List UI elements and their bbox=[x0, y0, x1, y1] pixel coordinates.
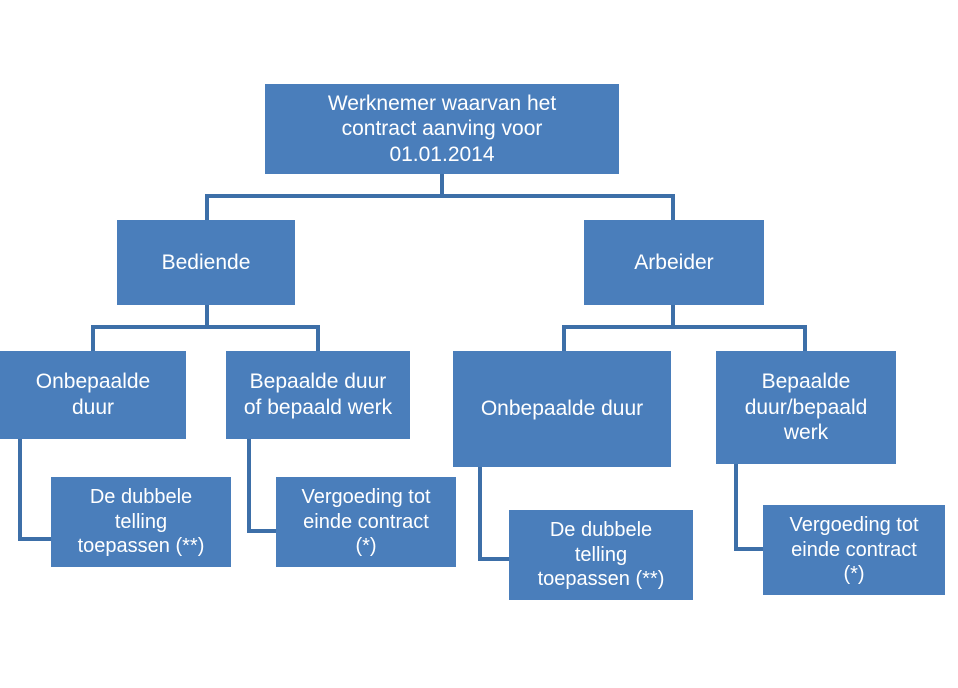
connector-to-bediende-bepaalde bbox=[316, 325, 320, 353]
connector-bediende-bepaalde-elbow-vertical bbox=[247, 437, 251, 533]
connector-arbeider-bepaalde-elbow-horizontal bbox=[734, 547, 767, 551]
node-bediende-onbepaalde-duur[interactable]: Onbepaalde duur bbox=[0, 351, 186, 439]
connector-bediende-onbepaalde-elbow-horizontal bbox=[18, 537, 54, 541]
node-arbeider-bepaalde-duur[interactable]: Bepaalde duur/bepaald werk bbox=[716, 351, 896, 464]
connector-to-bediende bbox=[205, 194, 209, 222]
connector-root-stem bbox=[440, 172, 444, 198]
node-arbeider-onbepaalde-duur[interactable]: Onbepaalde duur bbox=[453, 351, 671, 467]
node-bediende-bepaalde-result[interactable]: Vergoeding tot einde contract (*) bbox=[276, 477, 456, 567]
connector-level1-bar bbox=[205, 194, 675, 198]
connector-to-arbeider bbox=[671, 194, 675, 222]
connector-arbeider-onbepaalde-elbow-vertical bbox=[478, 465, 482, 561]
connector-bediende-onbepaalde-elbow-vertical bbox=[18, 437, 22, 541]
node-root[interactable]: Werknemer waarvan het contract aanving v… bbox=[265, 84, 619, 174]
node-bediende-bepaalde-duur[interactable]: Bepaalde duur of bepaald werk bbox=[226, 351, 410, 439]
node-arbeider-onbepaalde-result[interactable]: De dubbele telling toepassen (**) bbox=[509, 510, 693, 600]
connector-to-arbeider-bepaalde bbox=[803, 325, 807, 353]
connector-arbeider-onbepaalde-elbow-horizontal bbox=[478, 557, 513, 561]
node-arbeider[interactable]: Arbeider bbox=[584, 220, 764, 305]
connector-bediende-bar bbox=[91, 325, 320, 329]
connector-arbeider-bar bbox=[562, 325, 807, 329]
connector-arbeider-stem bbox=[671, 303, 675, 327]
node-bediende[interactable]: Bediende bbox=[117, 220, 295, 305]
node-arbeider-bepaalde-result[interactable]: Vergoeding tot einde contract (*) bbox=[763, 505, 945, 595]
connector-bediende-bepaalde-elbow-horizontal bbox=[247, 529, 279, 533]
connector-bediende-stem bbox=[205, 303, 209, 327]
connector-arbeider-bepaalde-elbow-vertical bbox=[734, 463, 738, 551]
node-bediende-onbepaalde-result[interactable]: De dubbele telling toepassen (**) bbox=[51, 477, 231, 567]
connector-to-arbeider-onbepaalde bbox=[562, 325, 566, 353]
connector-to-bediende-onbepaalde bbox=[91, 325, 95, 353]
